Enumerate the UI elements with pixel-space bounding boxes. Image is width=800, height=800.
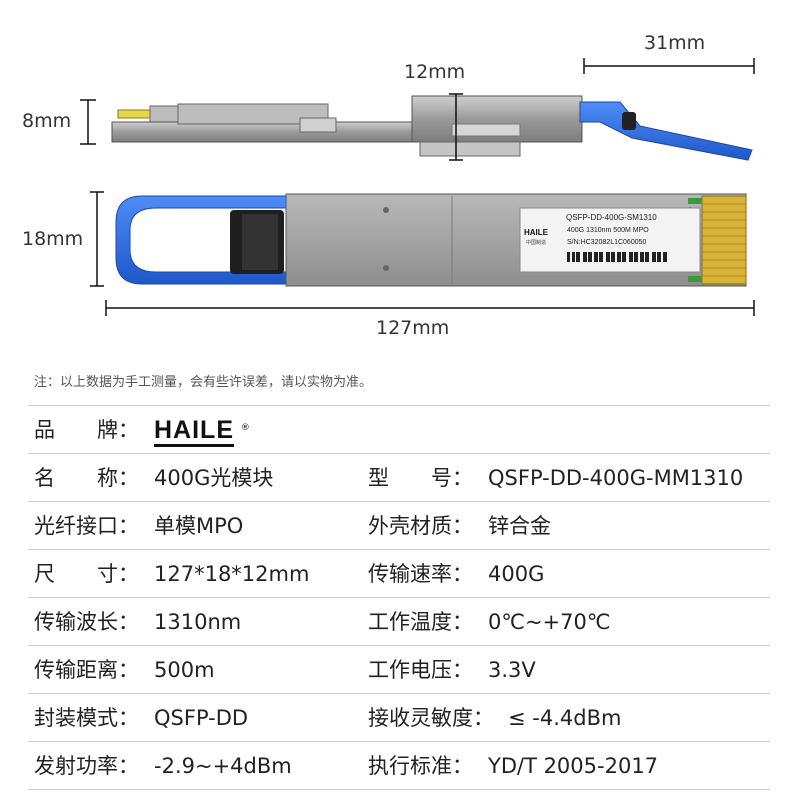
brand-logo: HAILE ® [154,416,250,447]
spec-value: 400G光模块 [154,466,274,490]
spec-value: 0℃~+70℃ [488,610,611,634]
sticker-serial: S/N:HC32082L1C060050 [567,239,647,246]
module-drawing [80,58,755,316]
rule [28,645,770,646]
spec-row: 名 称： 400G光模块 型 号： QSFP-DD-400G-MM1310 [34,454,774,502]
sticker-spec: 400G 1310nm 500M MPO [567,227,649,234]
dim-18mm: 18mm [22,228,84,250]
rule [28,453,770,454]
rule [28,501,770,502]
sticker-model: QSFP-DD-400G-SM1310 [566,213,657,222]
spec-label: 外壳材质： [368,514,473,538]
rule [28,405,770,406]
dim-8mm: 8mm [22,110,72,132]
spec-value: 3.3V [488,658,536,682]
sticker-brand-sub: 中国制造 [526,240,547,246]
dim-127mm: 127mm [376,317,450,339]
spec-label: 型 号： [368,466,473,490]
spec-label: 工作电压： [368,658,473,682]
spec-value: -2.9~+4dBm [154,754,292,778]
rule [28,693,770,694]
rule [28,597,770,598]
brand-logo-text: HAILE [154,416,234,447]
spec-label: 工作温度： [368,610,473,634]
dim-31mm: 31mm [644,32,706,54]
spec-value: QSFP-DD-400G-MM1310 [488,466,744,490]
side-body [111,121,413,143]
spec-label: 名 称： [34,466,139,490]
spec-label: 执行标准： [368,754,473,778]
spec-row: 光纤接口： 单模MPO 外壳材质： 锌合金 [34,502,774,550]
spec-row: 尺 寸： 127*18*12mm 传输速率： 400G [34,550,774,598]
brand-label: 品 牌： [34,418,139,442]
spec-value: QSFP-DD [154,706,249,730]
spec-label: 尺 寸： [34,562,139,586]
spec-label: 传输距离： [34,658,139,682]
rule [28,789,770,790]
spec-label: 传输波长： [34,610,139,634]
spec-value: 单模MPO [154,514,244,538]
spec-row: 发射功率： -2.9~+4dBm 执行标准： YD/T 2005-2017 [34,742,774,790]
dim-12mm: 12mm [404,61,466,83]
spec-row: 封装模式： QSFP-DD 接收灵敏度： ≤ -4.4dBm [34,694,774,742]
spec-value: 500m [154,658,215,682]
top-view [90,191,755,316]
spec-value: 127*18*12mm [154,562,310,586]
spec-label: 光纤接口： [34,514,139,538]
spec-label: 传输速率： [368,562,473,586]
spec-label: 封装模式： [34,706,139,730]
spec-value: 400G [488,562,545,586]
gold-edge-connector [701,195,747,285]
side-pull-tab [579,101,753,161]
rule [28,741,770,742]
spec-value: 锌合金 [488,514,551,538]
rule [28,549,770,550]
spec-label: 发射功率： [34,754,139,778]
brand-row: 品 牌： HAILE ® [34,406,774,454]
spec-row: 传输波长： 1310nm 工作温度： 0℃~+70℃ [34,598,774,646]
spec-row: 传输距离： 500m 工作电压： 3.3V [34,646,774,694]
sticker-brand: HAILE [524,228,548,237]
spec-value: ≤ -4.4dBm [508,706,622,730]
brand-registered-mark: ® [240,423,250,433]
spec-label: 接收灵敏度： [368,706,494,730]
side-view [80,58,755,161]
spec-value: YD/T 2005-2017 [488,754,659,778]
measurement-note: 注：以上数据为手工测量，会有些许误差，请以实物为准。 [34,375,373,390]
spec-value: 1310nm [154,610,242,634]
